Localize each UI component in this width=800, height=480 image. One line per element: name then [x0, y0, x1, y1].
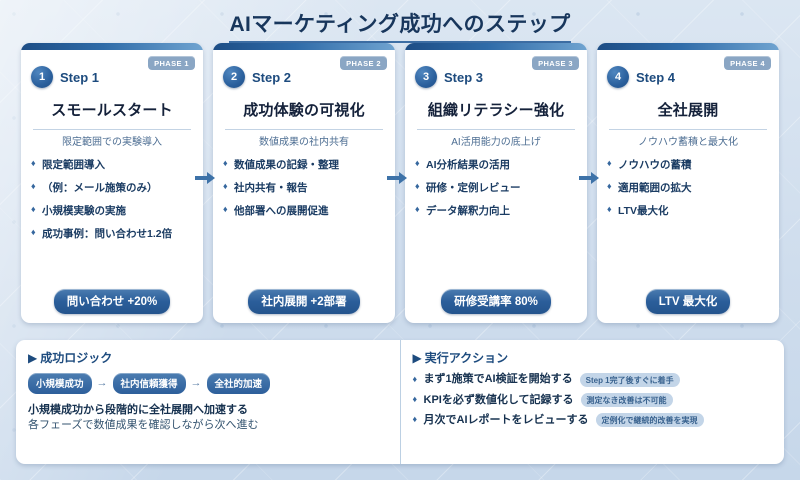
card-bullet-list: 限定範囲導入 （例：メール施策のみ） 小規模実験の実施成功事例：問い合わせ1.2倍	[31, 158, 193, 287]
action-item-text: KPIを必ず数値化して記録する	[423, 393, 574, 406]
step-row: 4 Step 4	[607, 66, 769, 88]
card-subtitle: AI活用能力の底上げ	[451, 137, 541, 148]
result-badge: 問い合わせ +20%	[53, 289, 171, 314]
card-top-accent-bar	[405, 43, 587, 50]
card-bullet-item: 小規模実験の実施	[31, 204, 193, 218]
arrow-right-icon	[195, 171, 215, 185]
arrow-right-icon	[387, 171, 407, 185]
step-card-slot-2: PHASE 2 2 Step 2 成功体験の可視化数値成果の社内共有数値成果の記録・整…	[208, 43, 407, 323]
card-body: PHASE 2 2 Step 2 成功体験の可視化数値成果の社内共有数値成果の記録・整…	[213, 50, 395, 323]
arrow-right-icon: →	[96, 377, 108, 390]
card-bullet-item: 成功事例：問い合わせ1.2倍	[31, 227, 193, 241]
page-title: AIマーケティング成功へのステップ	[229, 8, 571, 43]
step-card-slot-4: PHASE 4 4 Step 4 全社展開ノウハウ蓄積と最大化ノウハウの蓄積適用範囲の…	[592, 43, 784, 323]
card-heading: 組織リテラシー強化	[427, 102, 565, 119]
logic-tag: 全社的加速	[206, 373, 271, 394]
step-number-circle: 4	[607, 66, 629, 88]
phase-badge: PHASE 2	[340, 56, 387, 70]
card-bullet-list: 数値成果の記録・整理社内共有・報告他部署への展開促進	[223, 158, 385, 287]
action-item-tag: 定例化で継続的改善を実現	[595, 413, 704, 428]
step-card-2[interactable]: PHASE 2 2 Step 2 成功体験の可視化数値成果の社内共有数値成果の記録・整…	[213, 43, 395, 323]
logic-chain: 小規模成功 → 社内信頼獲得 → 全社的加速	[28, 373, 388, 394]
step-card-slot-1: PHASE 1 1 Step 1 スモールスタート限定範囲での実験導入限定範囲導入 （例…	[16, 43, 215, 323]
step-card-4[interactable]: PHASE 4 4 Step 4 全社展開ノウハウ蓄積と最大化ノウハウの蓄積適用範囲の…	[597, 43, 779, 323]
card-subtitle: 数値成果の社内共有	[259, 137, 349, 148]
card-top-accent-bar	[213, 43, 395, 50]
bottom-panel: ▶成功ロジック 小規模成功→社内信頼獲得→全社的加速 小規模成功から段階的に全社…	[16, 340, 784, 464]
triangle-icon: ▶	[28, 351, 38, 365]
steps-row: PHASE 1 1 Step 1 スモールスタート限定範囲での実験導入限定範囲導入 （例…	[16, 43, 784, 323]
card-bullet-item: LTV最大化	[607, 204, 769, 218]
card-body: PHASE 4 4 Step 4 全社展開ノウハウ蓄積と最大化ノウハウの蓄積適用範囲の…	[597, 50, 779, 323]
step-label: Step 4	[636, 69, 676, 85]
phase-badge: PHASE 4	[724, 56, 771, 70]
logic-tag: 社内信頼獲得	[112, 373, 186, 394]
title-container: AIマーケティング成功へのステップ	[0, 8, 800, 43]
action-item: まず1施策でAI検証を開始する Step 1完了後すぐに着手	[413, 373, 773, 388]
card-divider	[225, 129, 383, 130]
card-bullet-item: 研修・定例レビュー	[415, 181, 577, 195]
card-bullet-item: ノウハウの蓄積	[607, 158, 769, 172]
action-item-tag: 測定なき改善は不可能	[580, 393, 673, 408]
card-divider	[33, 129, 191, 130]
card-bullet-item: データ解釈力向上	[415, 204, 577, 218]
card-bullet-item: 他部署への展開促進	[223, 204, 385, 218]
step-row: 1 Step 1	[31, 66, 193, 88]
action-item-tag: Step 1完了後すぐに着手	[579, 373, 680, 388]
card-bullet-item: 数値成果の記録・整理	[223, 158, 385, 172]
card-bullet-item: （例：メール施策のみ）	[31, 181, 193, 195]
success-logic-title-text: 成功ロジック	[40, 351, 113, 365]
card-top-accent-bar	[21, 43, 203, 50]
card-heading: 全社展開	[657, 102, 719, 119]
card-bullet-item: 適用範囲の拡大	[607, 181, 769, 195]
action-item-text: 月次でAIレポートをレビューする	[423, 413, 589, 426]
card-heading: スモールスタート	[51, 102, 173, 119]
phase-badge: PHASE 1	[148, 56, 195, 70]
result-badge: 研修受講率 80%	[441, 289, 551, 314]
step-card-slot-3: PHASE 3 3 Step 3 組織リテラシー強化 AI活用能力の底上げ AI分析結果の…	[400, 43, 599, 323]
card-body: PHASE 1 1 Step 1 スモールスタート限定範囲での実験導入限定範囲導入 （例…	[21, 50, 203, 323]
step-row: 2 Step 2	[223, 66, 385, 88]
arrow-right-icon: →	[190, 377, 202, 390]
step-row: 3 Step 3	[415, 66, 577, 88]
card-bullet-item: AI分析結果の活用	[415, 158, 577, 172]
step-card-3[interactable]: PHASE 3 3 Step 3 組織リテラシー強化 AI活用能力の底上げ AI分析結果の…	[405, 43, 587, 323]
card-subtitle: 限定範囲での実験導入	[62, 137, 162, 148]
logic-tag: 小規模成功	[28, 373, 92, 394]
card-divider	[417, 129, 575, 130]
success-logic-title: ▶成功ロジック	[28, 349, 388, 366]
card-top-accent-bar	[597, 43, 779, 50]
logic-line-2: 各フェーズで数値成果を確認しながら次へ進む	[28, 419, 259, 432]
phase-badge: PHASE 3	[532, 56, 579, 70]
result-badge: 社内展開 +2部署	[248, 289, 360, 314]
arrow-right-icon	[579, 171, 599, 185]
action-panel: ▶実行アクション まず1施策でAI検証を開始する Step 1完了後すぐに着手 KP…	[399, 340, 785, 464]
step-label: Step 3	[444, 69, 484, 85]
triangle-icon: ▶	[412, 351, 422, 365]
card-bullet-list: AI分析結果の活用研修・定例レビューデータ解釈力向上	[415, 158, 577, 287]
step-number-circle: 1	[31, 66, 53, 88]
action-list: まず1施策でAI検証を開始する Step 1完了後すぐに着手 KPIを必ず数値化して…	[413, 373, 773, 428]
step-number-circle: 3	[415, 66, 437, 88]
card-bullet-item: 社内共有・報告	[223, 181, 385, 195]
card-bullet-list: ノウハウの蓄積適用範囲の拡大 LTV最大化	[607, 158, 769, 287]
card-bullet-item: 限定範囲導入	[31, 158, 193, 172]
result-badge: LTV 最大化	[645, 289, 731, 314]
action-panel-title-text: 実行アクション	[424, 351, 509, 365]
card-subtitle: ノウハウ蓄積と最大化	[638, 137, 738, 148]
action-panel-title: ▶実行アクション	[413, 349, 773, 366]
card-heading: 成功体験の可視化	[243, 102, 365, 119]
logic-line-1: 小規模成功から段階的に全社展開へ加速する	[28, 403, 248, 416]
step-card-1[interactable]: PHASE 1 1 Step 1 スモールスタート限定範囲での実験導入限定範囲導入 （例…	[21, 43, 203, 323]
action-item-text: まず1施策でAI検証を開始する	[423, 373, 573, 386]
card-divider	[609, 129, 767, 130]
step-label: Step 2	[252, 69, 292, 85]
card-body: PHASE 3 3 Step 3 組織リテラシー強化 AI活用能力の底上げ AI分析結果の…	[405, 50, 587, 323]
step-number-circle: 2	[223, 66, 245, 88]
step-label: Step 1	[60, 69, 100, 85]
success-logic-panel: ▶成功ロジック 小規模成功 → 社内信頼獲得 → 全社的加速 小規模成功から段階的に全社…	[16, 340, 400, 464]
